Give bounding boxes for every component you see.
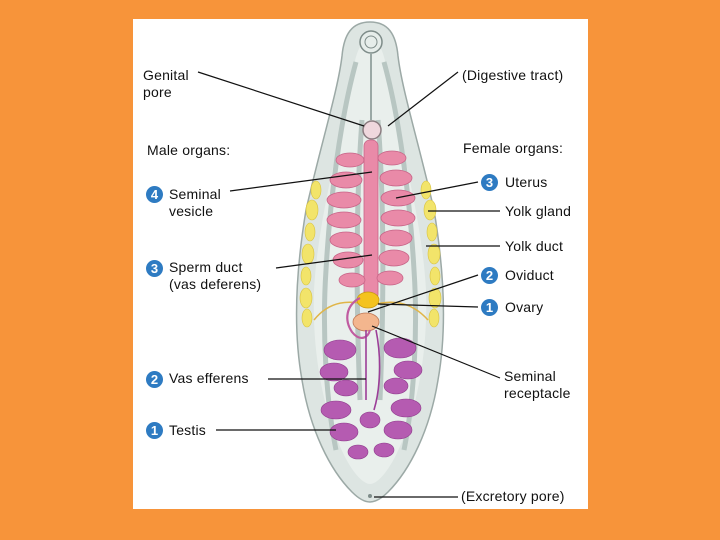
label-vas-efferens: Vas efferens <box>169 370 249 386</box>
label-excretory-pore: (Excretory pore) <box>461 488 565 504</box>
vas-efferens <box>365 329 381 411</box>
label-sperm-duct: Sperm duct (vas deferens) <box>169 259 262 292</box>
leader-lines <box>197 71 501 498</box>
badge-sperm-duct: 3 <box>146 260 163 277</box>
label-yolk-gland: Yolk gland <box>505 203 572 219</box>
genital-pore-ring <box>362 120 382 140</box>
ovary <box>356 291 380 309</box>
seminal-receptacle <box>352 312 380 332</box>
badge-vas-efferens: 2 <box>146 371 163 388</box>
label-seminal-receptacle: Seminal receptacle <box>504 368 571 401</box>
label-digestive-tract: (Digestive tract) <box>462 67 564 83</box>
label-uterus: Uterus <box>505 174 548 190</box>
sperm-duct <box>346 297 372 339</box>
badge-testis: 1 <box>146 422 163 439</box>
pharynx <box>359 30 383 54</box>
digestive-tract <box>321 61 419 451</box>
testes <box>319 337 423 460</box>
label-ovary: Ovary <box>505 299 544 315</box>
label-oviduct: Oviduct <box>505 267 554 283</box>
badge-ovary: 1 <box>481 299 498 316</box>
excretory-pore <box>368 494 372 498</box>
label-female-organs: Female organs: <box>463 140 564 156</box>
label-testis: Testis <box>169 422 206 438</box>
label-seminal-vesicle: Seminal vesicle <box>169 186 221 219</box>
badge-oviduct: 2 <box>481 267 498 284</box>
label-genital-pore: Genital pore <box>143 67 189 100</box>
badge-uterus: 3 <box>481 174 498 191</box>
badge-seminal-vesicle: 4 <box>146 186 163 203</box>
label-yolk-duct: Yolk duct <box>505 238 564 254</box>
uterus <box>326 139 416 301</box>
label-male-organs: Male organs: <box>147 142 231 158</box>
yolk-glands <box>299 180 442 328</box>
